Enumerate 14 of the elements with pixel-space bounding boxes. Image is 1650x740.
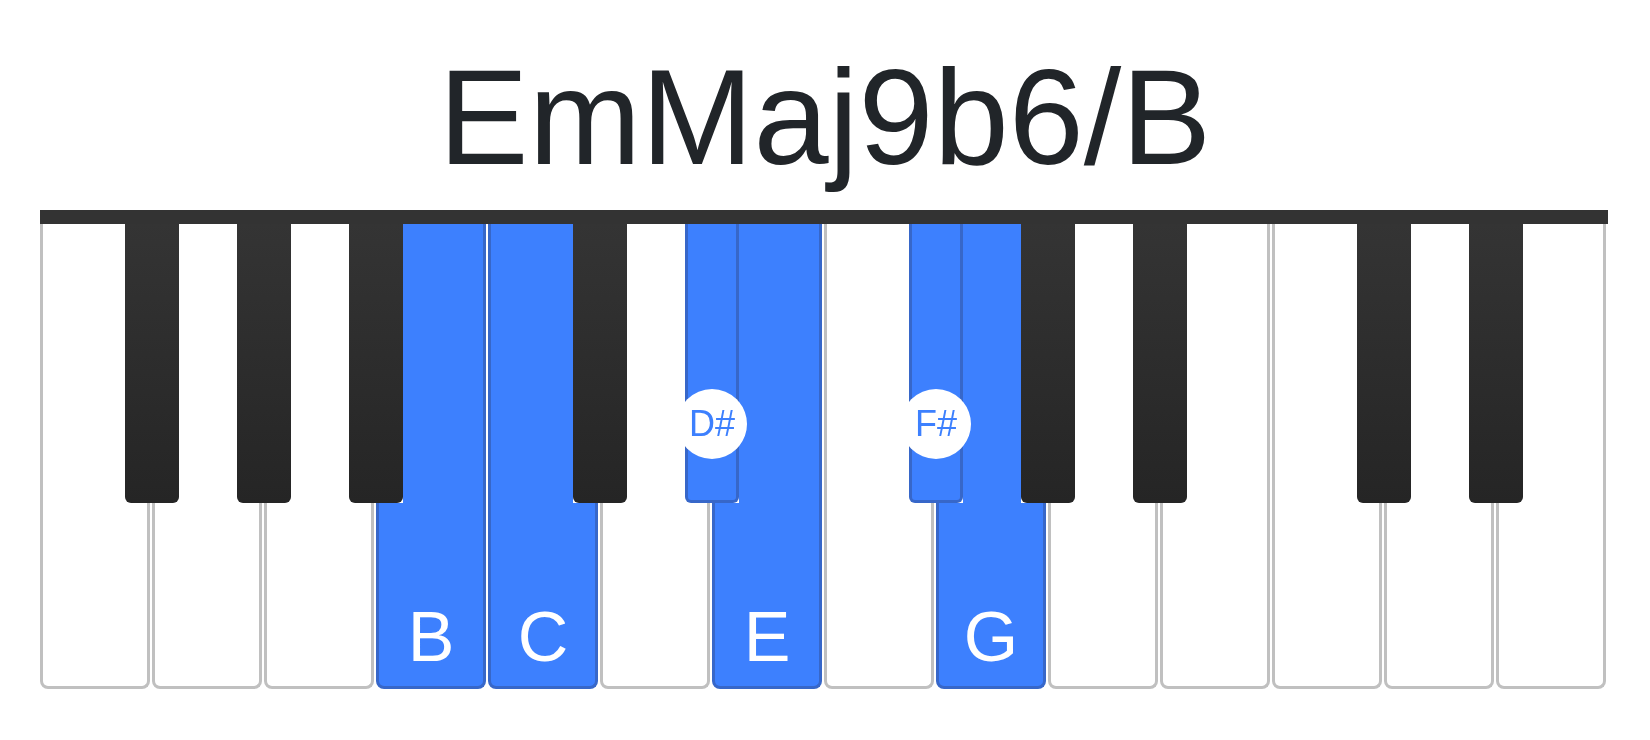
note-label: G [963,602,1019,672]
note-label: C [517,602,569,672]
sharp-key [125,224,179,503]
sharp-key [1021,224,1075,503]
note-label: E [743,602,791,672]
sharp-key [573,224,627,503]
note-label: B [407,602,455,672]
sharp-key [237,224,291,503]
sharp-key [1469,224,1523,503]
keyboard-top-rail [40,210,1608,224]
sharp-key [1133,224,1187,503]
sharp-key [1357,224,1411,503]
sharp-key [349,224,403,503]
chord-title: EmMaj9b6/B [438,41,1212,195]
